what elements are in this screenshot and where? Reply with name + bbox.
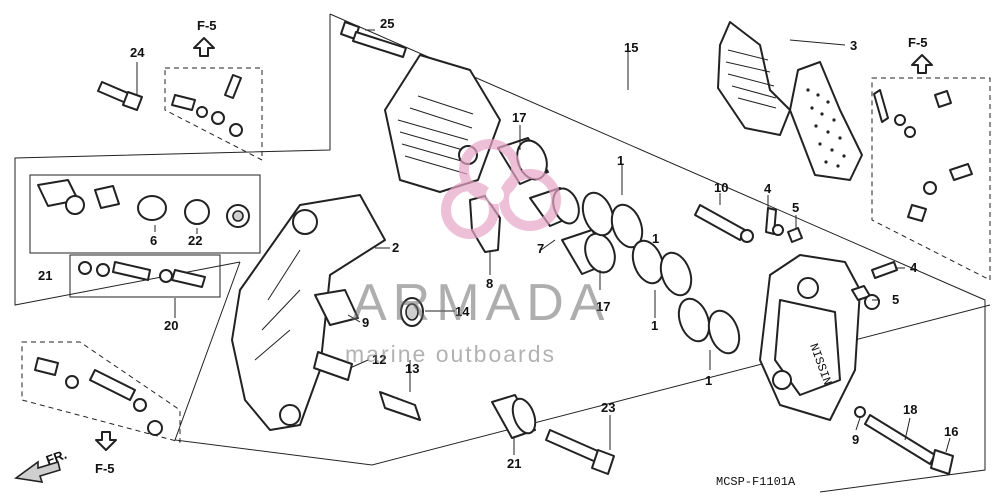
- ref-top-left: F-5: [193, 18, 217, 57]
- pin-13: [379, 391, 421, 421]
- bleeder-lower: [851, 261, 898, 310]
- callout-7: 7: [537, 241, 544, 256]
- callout-8: 8: [486, 276, 493, 291]
- caliper-body-left: [384, 54, 501, 193]
- caliper-body-right: NISSIN: [759, 254, 861, 421]
- svg-text:F-5: F-5: [908, 35, 928, 50]
- callout-23: 23: [601, 400, 615, 415]
- watermark-tagline: marine outboards: [345, 341, 556, 367]
- front-arrow: FR.: [13, 447, 69, 483]
- svg-text:F-5: F-5: [197, 18, 217, 33]
- ref-top-right: F-5: [908, 35, 933, 74]
- callout-20: 20: [164, 318, 178, 333]
- callout-10: 9: [362, 315, 369, 330]
- callout-19: 21: [507, 456, 521, 471]
- svg-text:F-5: F-5: [95, 461, 115, 476]
- piston-seals-middle: [631, 239, 693, 297]
- callout-25: 25: [380, 16, 394, 31]
- hose-box-top-right: [871, 77, 991, 281]
- hose-fitting-top-right: [873, 89, 973, 222]
- callout-1-middle: 1: [651, 318, 658, 333]
- piston-19: [491, 394, 537, 439]
- leader-lines: [136, 29, 951, 455]
- bolt-23: [545, 429, 615, 475]
- callout-22: 22: [188, 233, 202, 248]
- caliper-bracket: [231, 194, 386, 431]
- callout-18: 18: [903, 402, 917, 417]
- callout-21: 21: [38, 268, 52, 283]
- callout-1-bottom: 1: [705, 373, 712, 388]
- callout-2: 2: [392, 240, 399, 255]
- callout-11: 10: [714, 180, 728, 195]
- watermark-logo: [441, 139, 561, 239]
- pin-kit-box: [69, 254, 221, 298]
- callout-5-lower: 5: [892, 292, 899, 307]
- bleeder-upper: [765, 207, 803, 243]
- callout-24: 24: [130, 45, 145, 60]
- front-label: FR.: [44, 447, 69, 468]
- boot-14: [400, 297, 424, 327]
- ref-bottom-left: F-5: [95, 431, 117, 476]
- hose-box-bottom-left: [21, 341, 181, 443]
- hose-box-top-left: [164, 67, 263, 161]
- brake-pad-rear: [717, 21, 791, 136]
- callout-14: 14: [455, 304, 470, 319]
- diagram-code: MCSP-F1101A: [716, 475, 796, 489]
- callout-12: 12: [372, 352, 386, 367]
- callout-17-upper: 17: [512, 110, 526, 125]
- bolt-18: [854, 406, 954, 475]
- callout-numbers: 24 25 15 3 17 1 2 7 8 10 4 5 4 5 17 1 1 …: [38, 16, 958, 471]
- piston-lower: [561, 229, 616, 275]
- seal-kit-box: [29, 174, 261, 254]
- callout-15: 15: [624, 40, 638, 55]
- callout-4-lower: 4: [910, 260, 918, 275]
- callout-5-upper: 5: [792, 200, 799, 215]
- seal-kit-21: [37, 179, 250, 228]
- brake-pad-front: [789, 61, 863, 181]
- callout-9: 9: [852, 432, 859, 447]
- pin-12: [313, 351, 353, 381]
- hose-fitting-top-left: [171, 74, 243, 137]
- pin-kit-20: [78, 261, 206, 288]
- callout-17-lower: 17: [596, 299, 610, 314]
- watermark-brand: ARMADA: [352, 274, 610, 332]
- piston-seals-lower: [677, 297, 741, 355]
- callout-13: 13: [405, 361, 419, 376]
- hose-fitting-bottom-left: [34, 357, 163, 436]
- watermark: ARMADA marine outboards: [345, 139, 610, 367]
- callout-6: 6: [150, 233, 157, 248]
- pad-pin-10: [314, 289, 359, 326]
- callout-3: 3: [850, 38, 857, 53]
- bolt-25: [340, 21, 407, 58]
- assembly-outline: [14, 13, 991, 493]
- callout-1-mid-upper: 1: [652, 231, 659, 246]
- callout-16: 16: [944, 424, 958, 439]
- callout-1-top: 1: [617, 153, 624, 168]
- bolt-24: [97, 81, 143, 111]
- bolt-11: [694, 204, 754, 243]
- callout-4-upper: 4: [764, 181, 772, 196]
